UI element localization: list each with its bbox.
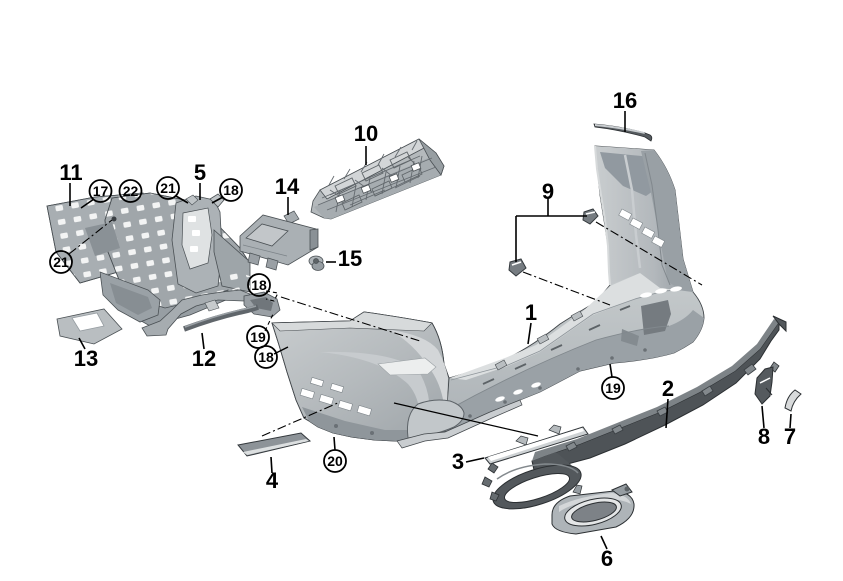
svg-text:19: 19: [605, 380, 621, 396]
svg-text:18: 18: [251, 277, 267, 293]
svg-text:16: 16: [613, 88, 637, 113]
svg-text:10: 10: [354, 121, 378, 146]
svg-text:4: 4: [266, 468, 279, 493]
svg-text:22: 22: [123, 183, 139, 199]
svg-text:6: 6: [601, 546, 613, 571]
svg-text:11: 11: [59, 160, 82, 185]
svg-text:13: 13: [74, 346, 98, 371]
svg-text:9: 9: [542, 179, 554, 204]
svg-text:15: 15: [338, 246, 362, 271]
svg-text:21: 21: [53, 254, 69, 270]
svg-text:3: 3: [452, 449, 464, 474]
svg-text:14: 14: [275, 174, 300, 199]
svg-text:7: 7: [784, 424, 796, 449]
svg-text:19: 19: [250, 329, 266, 345]
svg-text:5: 5: [194, 160, 206, 185]
svg-text:8: 8: [758, 424, 770, 449]
svg-text:12: 12: [192, 346, 216, 371]
svg-text:2: 2: [662, 376, 674, 401]
svg-text:18: 18: [258, 349, 274, 365]
svg-text:18: 18: [223, 182, 239, 198]
svg-text:21: 21: [160, 180, 176, 196]
svg-text:17: 17: [93, 183, 109, 199]
svg-text:20: 20: [327, 453, 343, 469]
svg-text:1: 1: [525, 300, 537, 325]
